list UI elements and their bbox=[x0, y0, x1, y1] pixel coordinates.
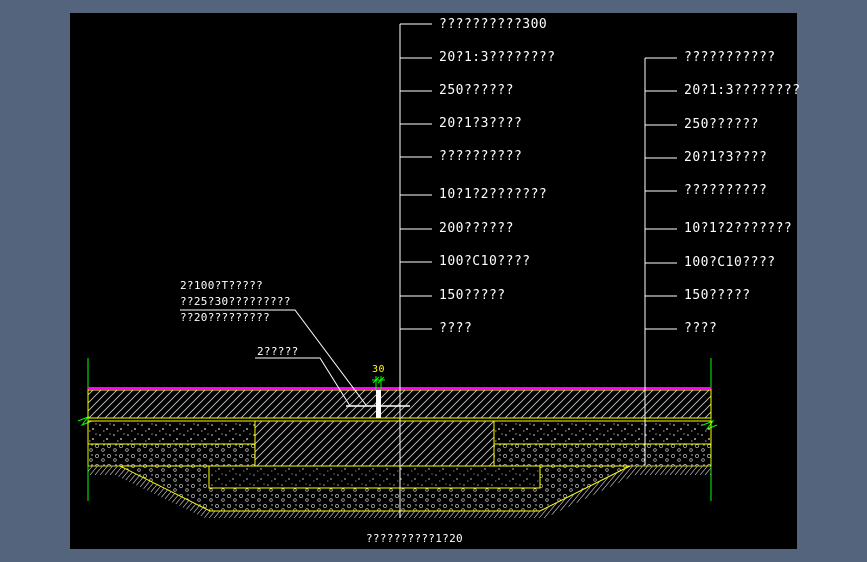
right-callout-2: 20?1:3???????? bbox=[684, 83, 801, 98]
left-callout-3: 250?????? bbox=[439, 83, 514, 98]
left-callout-4: 20?1?3???? bbox=[439, 116, 523, 131]
soil-hatch bbox=[88, 466, 711, 518]
base-right bbox=[493, 443, 712, 467]
joint-label: 2????? bbox=[257, 345, 299, 358]
concrete-layer-right bbox=[493, 420, 712, 445]
joint-note-line-1: 2?100?T????? bbox=[180, 279, 264, 292]
joint-note-line-2: ??25?30????????? bbox=[180, 295, 291, 308]
right-callout-4: 20?1?3???? bbox=[684, 150, 768, 165]
joint-note-line-3: ??20????????? bbox=[180, 311, 270, 324]
concrete-layer-left bbox=[87, 420, 256, 445]
expansion-joint bbox=[346, 376, 410, 418]
right-callout-7: 100?C10???? bbox=[684, 255, 776, 270]
right-callout-6: 10?1?2??????? bbox=[684, 221, 793, 236]
right-callout-ticks bbox=[645, 57, 677, 330]
base-left bbox=[87, 443, 256, 467]
left-callout-9: 150????? bbox=[439, 288, 506, 303]
left-callout-1: ??????????300 bbox=[439, 17, 548, 32]
center-block bbox=[254, 420, 495, 467]
left-callout-6: 10?1?2??????? bbox=[439, 187, 548, 202]
dimension-label: 30 bbox=[372, 364, 386, 375]
right-callout-1: ??????????? bbox=[684, 50, 776, 65]
left-callout-5: ?????????? bbox=[439, 149, 523, 164]
pavement-section-drawing bbox=[77, 23, 718, 518]
right-callout-8: 150????? bbox=[684, 288, 751, 303]
right-callout-3: 250?????? bbox=[684, 117, 759, 132]
left-callout-2: 20?1:3???????? bbox=[439, 50, 556, 65]
right-callout-5: ?????????? bbox=[684, 183, 768, 198]
drawing-title: ??????????1?20 bbox=[366, 532, 463, 545]
left-callout-8: 100?C10???? bbox=[439, 254, 531, 269]
cad-viewport[interactable]: ??????????300 20?1:3???????? 250?????? 2… bbox=[70, 13, 800, 549]
joint-leaders bbox=[180, 309, 367, 407]
left-callout-7: 200?????? bbox=[439, 221, 514, 236]
left-callout-10: ???? bbox=[439, 321, 473, 336]
right-callout-9: ???? bbox=[684, 321, 718, 336]
left-callout-ticks bbox=[400, 23, 432, 330]
